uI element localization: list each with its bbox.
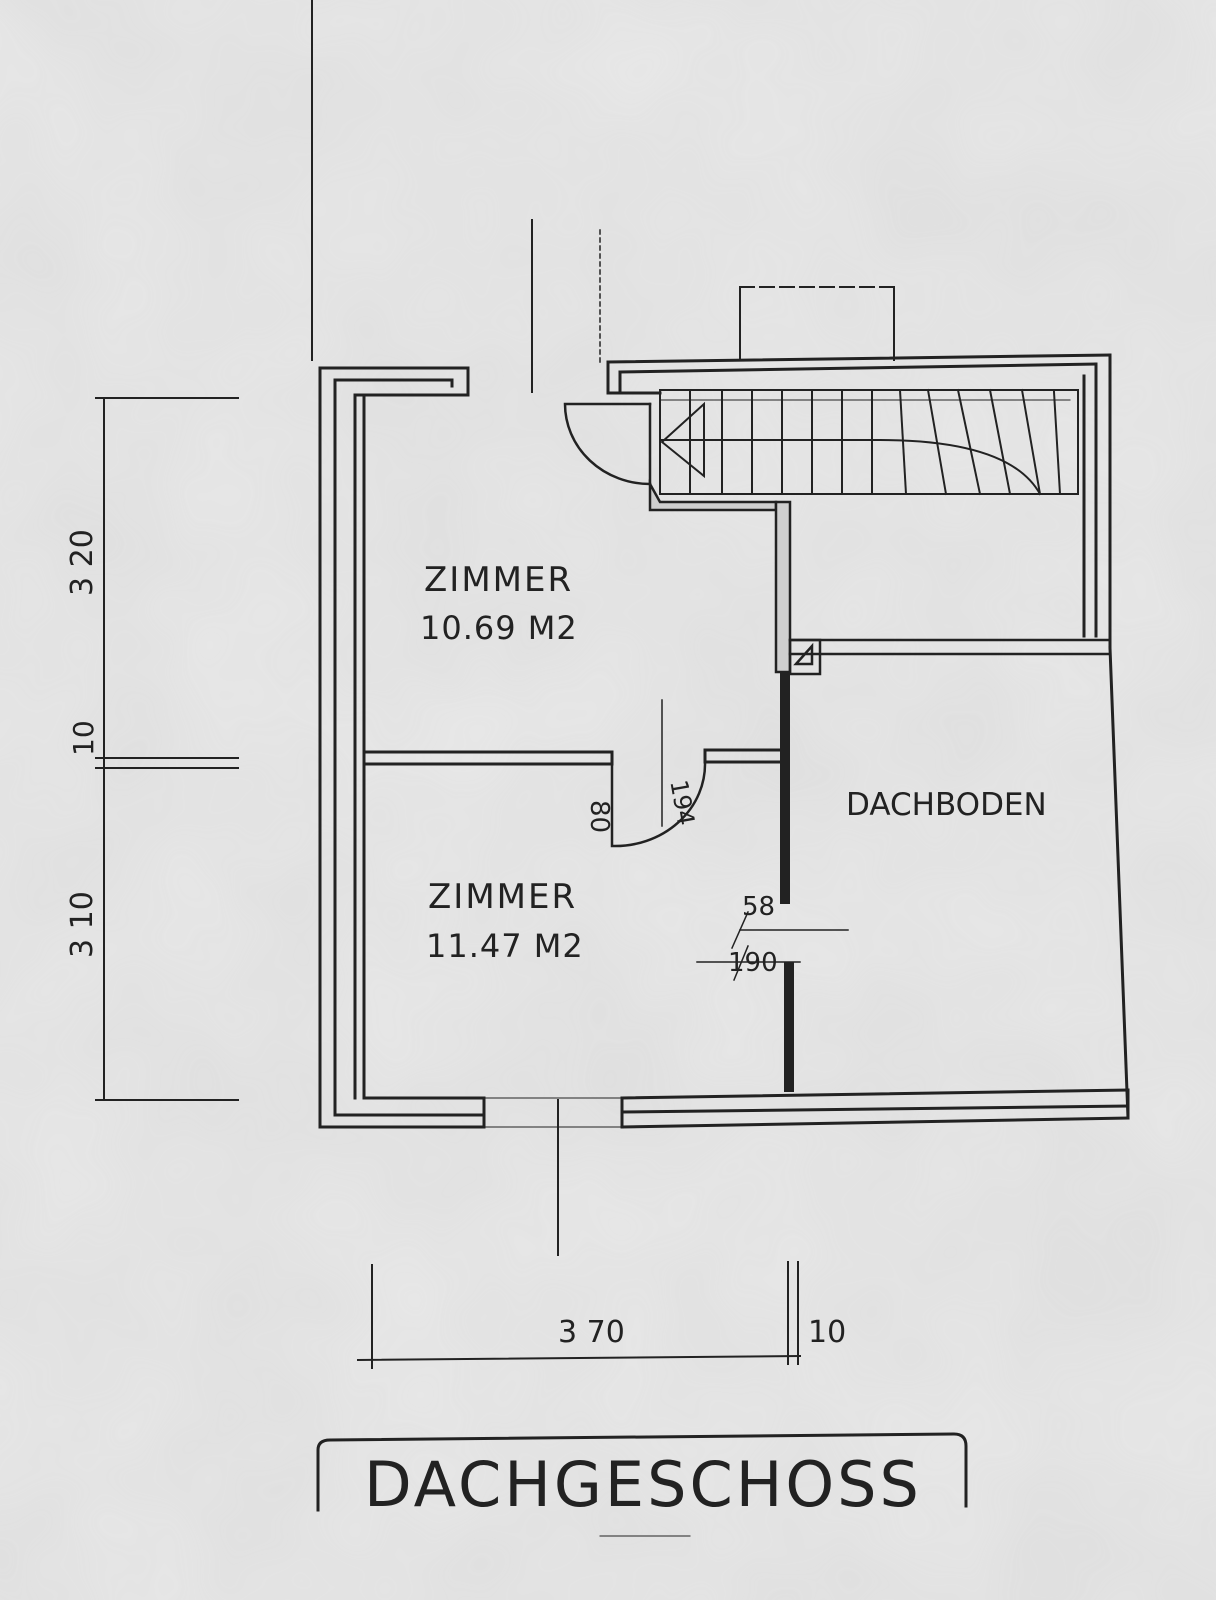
room-name-dachboden: DACHBODEN — [846, 787, 1047, 823]
plan-title: DACHGESCHOSS — [364, 1448, 922, 1521]
outer-walls — [318, 353, 1130, 1129]
room-area-lower: 11.47 M2 — [426, 927, 584, 965]
title-frame — [316, 1432, 968, 1537]
dim-door-height: 194 — [664, 777, 700, 828]
dim-opening-height: 190 — [728, 948, 778, 978]
door-swing-top — [563, 402, 652, 486]
dim-left-middle: 10 — [67, 720, 100, 756]
chimney-outline — [739, 286, 895, 361]
room-partition — [363, 748, 788, 766]
dim-door-width: 80 — [584, 800, 614, 834]
opening-marks — [696, 911, 849, 981]
bottom-dimension-line — [356, 1261, 802, 1369]
dim-opening-width: 58 — [742, 892, 776, 922]
staircase — [659, 388, 1079, 496]
dim-left-lower: 3 10 — [65, 891, 100, 958]
knee-wall — [780, 672, 794, 1092]
left-dimension-line — [95, 397, 239, 1101]
dachboden-upper-wall — [788, 638, 1112, 676]
dim-left-upper: 3 20 — [65, 529, 100, 596]
room-area-upper: 10.69 M2 — [420, 609, 578, 647]
room-name-lower: ZIMMER — [428, 877, 578, 917]
door-swing-middle — [610, 760, 707, 848]
stair-direction-arrow-icon — [660, 401, 705, 479]
room-name-upper: ZIMMER — [424, 560, 574, 600]
dim-bottom-wall: 10 — [808, 1315, 847, 1350]
shaft-symbol-icon — [793, 642, 814, 666]
dim-bottom-width: 3 70 — [558, 1315, 625, 1350]
